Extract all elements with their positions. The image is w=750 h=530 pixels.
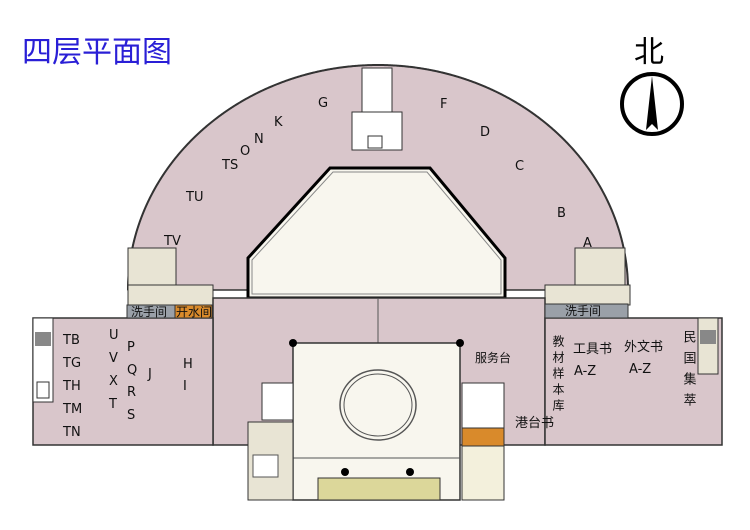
svg-text:TV: TV	[163, 234, 181, 249]
svg-text:TB: TB	[62, 333, 80, 348]
right-wing	[544, 317, 723, 446]
water-room	[174, 304, 213, 319]
floor-title: 四层平面图	[22, 35, 172, 70]
svg-text:D: D	[480, 125, 490, 140]
svg-text:V: V	[109, 351, 118, 366]
svg-text:TM: TM	[62, 402, 82, 417]
svg-text:O: O	[240, 144, 250, 159]
water-room-label: 开水间	[176, 305, 212, 319]
hk-tw-books-label: 港台书	[515, 416, 554, 431]
svg-text:TH: TH	[62, 379, 81, 394]
svg-text:TN: TN	[62, 425, 81, 440]
svg-text:T: T	[108, 397, 117, 412]
svg-text:Q: Q	[127, 363, 137, 378]
north-compass: 北	[620, 35, 684, 136]
svg-text:U: U	[109, 328, 119, 343]
svg-text:TG: TG	[62, 356, 81, 371]
svg-text:C: C	[515, 159, 524, 174]
reference-books-label: 工具书	[573, 342, 612, 357]
svg-text:A: A	[583, 236, 592, 251]
north-label: 北	[634, 35, 664, 70]
north-arrow-icon	[646, 76, 658, 130]
foreign-range-label: A-Z	[629, 362, 651, 377]
textbook-samples-label: 教材样本库	[551, 334, 565, 415]
svg-text:H: H	[183, 357, 193, 372]
washroom-left-label: 洗手间	[131, 305, 167, 319]
svg-text:TS: TS	[221, 158, 238, 173]
washroom-right	[544, 303, 629, 319]
svg-text:R: R	[127, 385, 136, 400]
service-desk-label: 服务台	[475, 350, 511, 365]
svg-text:J: J	[147, 367, 152, 382]
svg-text:B: B	[557, 206, 566, 221]
entrance-desk	[317, 477, 441, 501]
svg-text:G: G	[318, 96, 328, 111]
svg-text:P: P	[127, 340, 135, 355]
washroom-right-label: 洗手间	[565, 304, 601, 318]
svg-text:F: F	[440, 97, 447, 112]
right-core-stairs	[461, 382, 505, 429]
svg-text:X: X	[109, 374, 118, 389]
left-arc-stairs	[127, 247, 177, 291]
foreign-books-label: 外文书	[624, 340, 663, 355]
left-wing	[32, 317, 214, 446]
top-elevator	[351, 111, 403, 151]
right-arc-stairs	[574, 247, 626, 291]
svg-text:S: S	[127, 408, 135, 423]
top-stairs	[361, 67, 393, 113]
atrium	[292, 342, 461, 501]
svg-text:I: I	[183, 379, 187, 394]
republic-collection-label: 民国集萃	[681, 330, 697, 414]
arc-shelf-labels: G F D C B A K O N TS TU TV	[163, 96, 592, 251]
left-wing-shelf-labels: TB TG TH TM TN U V X T P Q R S J H I	[62, 328, 193, 440]
svg-text:TU: TU	[185, 190, 203, 205]
svg-text:N: N	[254, 132, 264, 147]
svg-text:K: K	[274, 115, 283, 130]
reference-range-label: A-Z	[574, 364, 596, 379]
